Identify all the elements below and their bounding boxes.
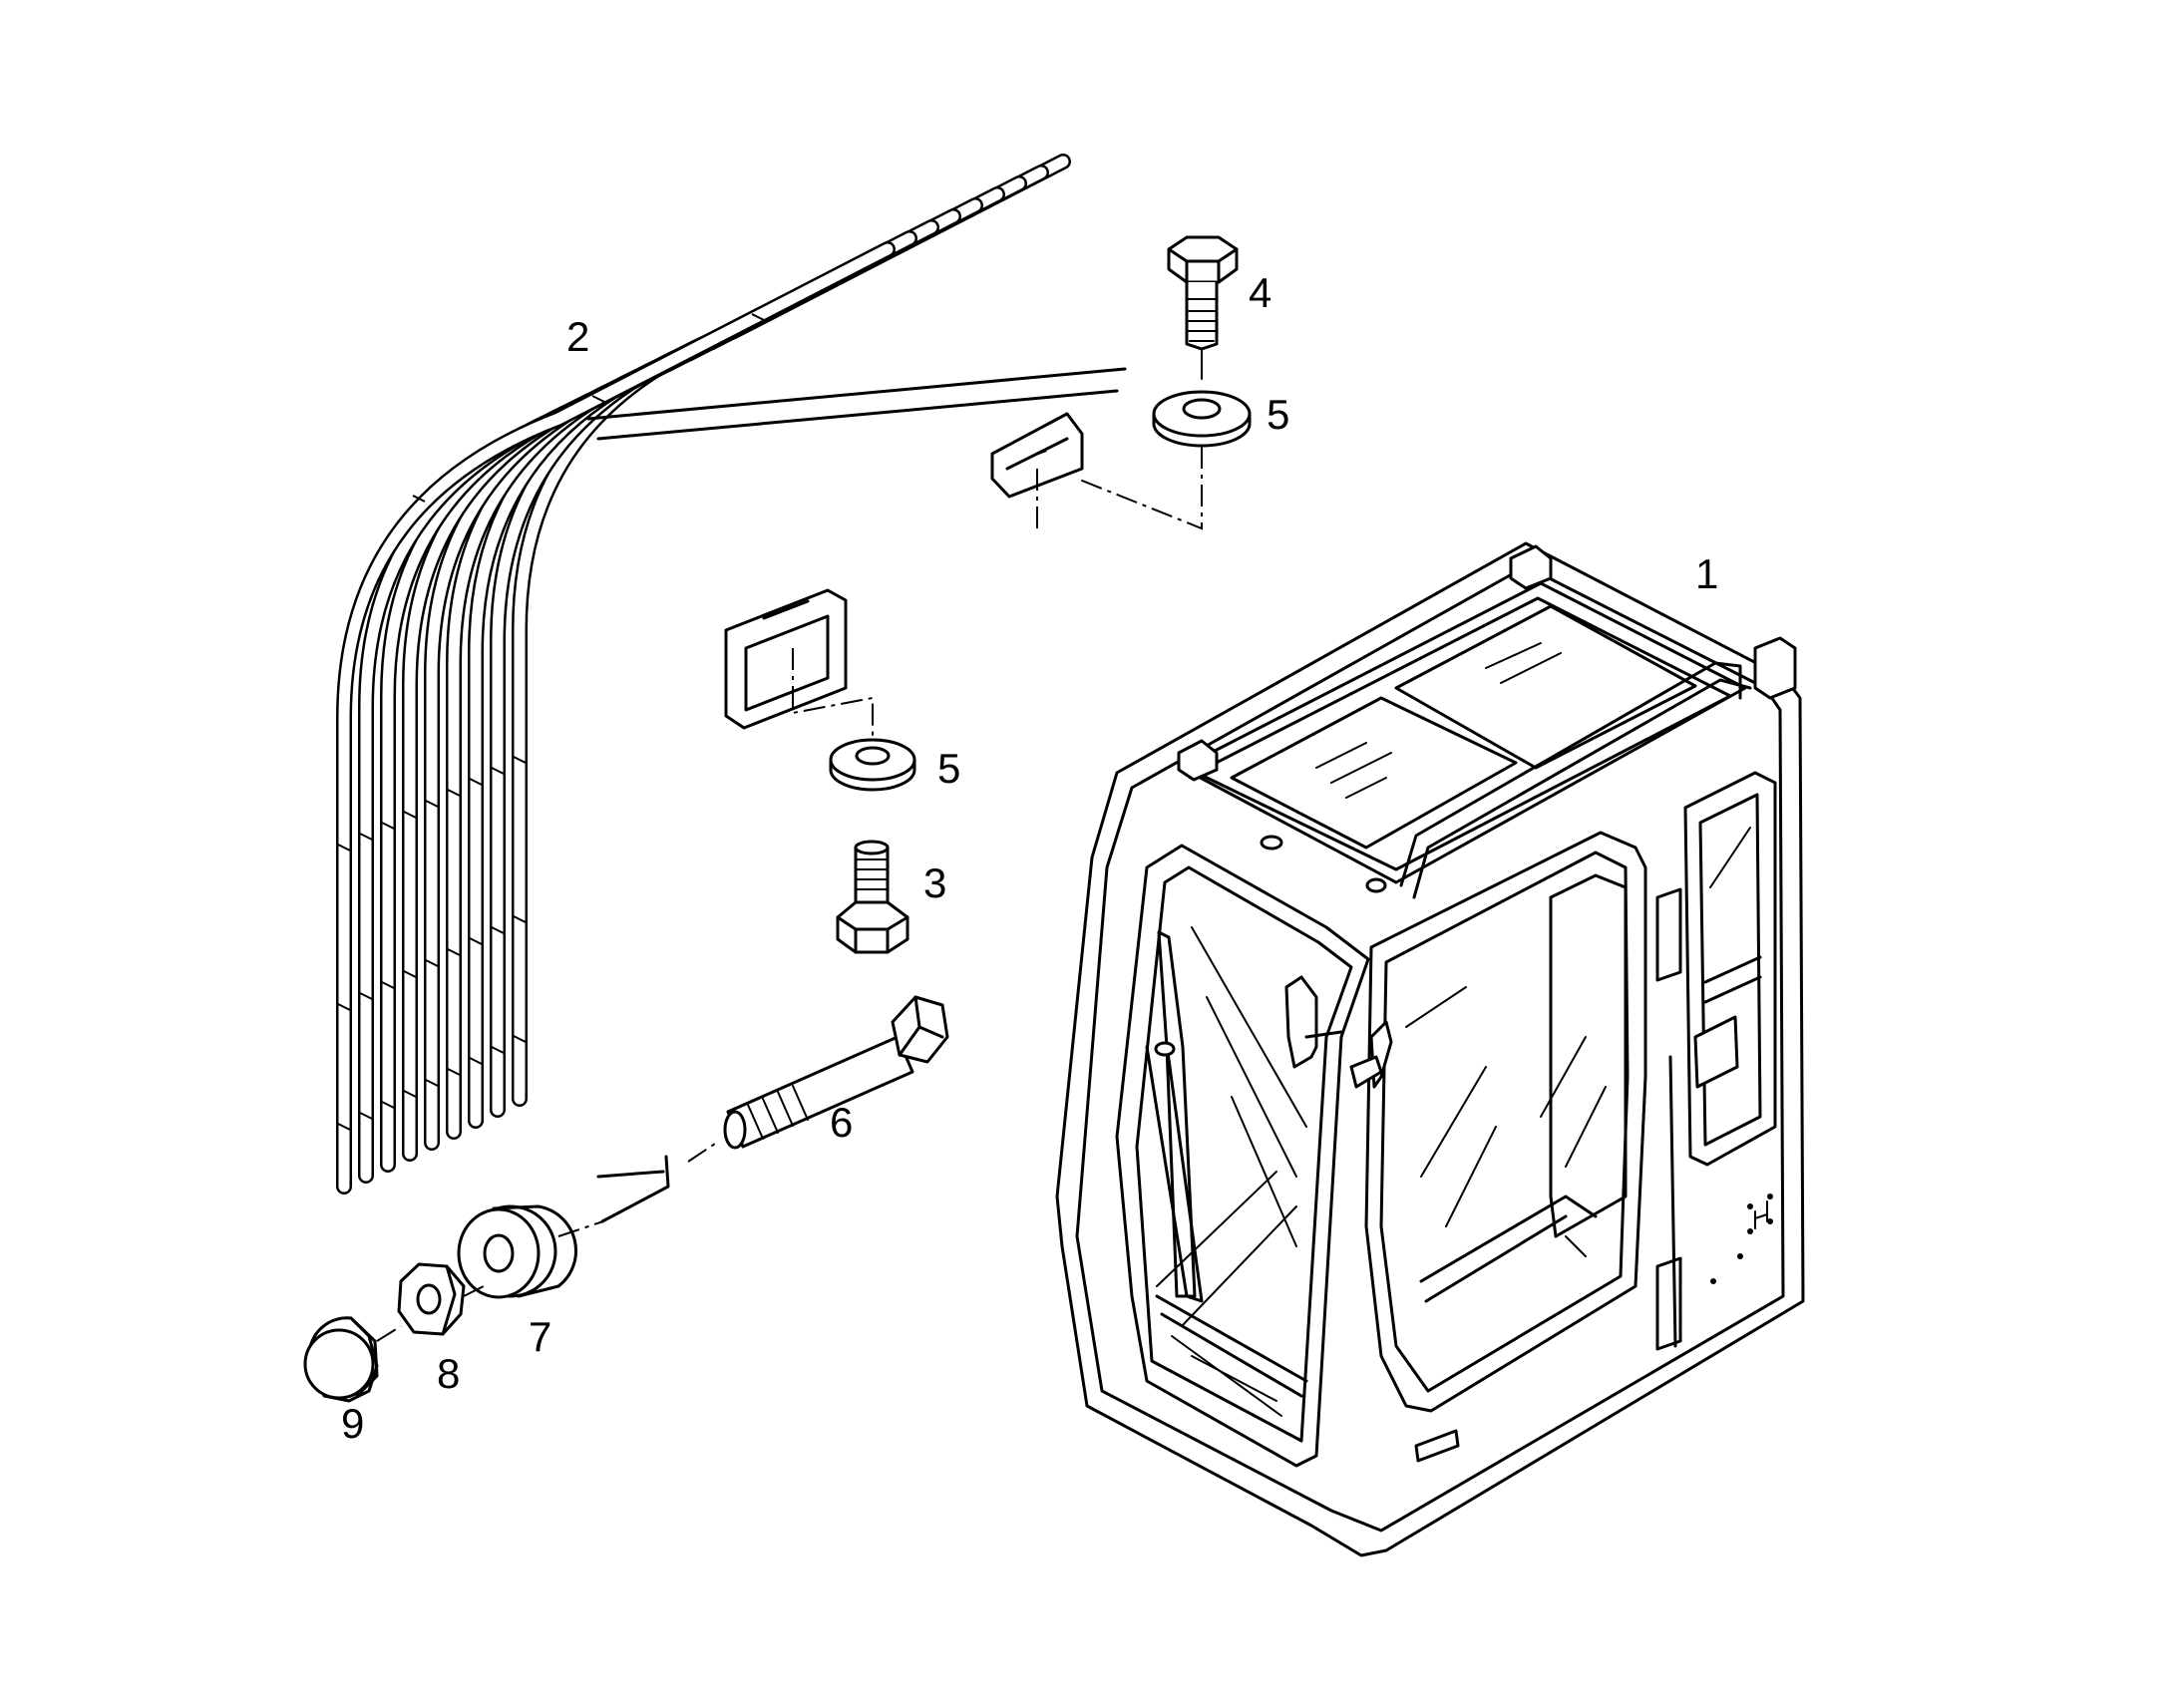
guard-top-mount-bracket [990, 412, 1084, 499]
guard-bar-clamp [359, 1112, 373, 1120]
guard-bar-clamp [425, 959, 439, 967]
guard-bar-clamp [359, 833, 373, 841]
guard-bottom-bracket [600, 1155, 670, 1223]
guard-bar-clamp [513, 756, 527, 764]
door-hinge-upper [1655, 887, 1682, 982]
top-washer-part [1152, 390, 1252, 448]
callout-7-spacer: 7 [529, 1313, 551, 1360]
guard-bar-clamp [591, 395, 605, 403]
guard-top-rail [586, 367, 1127, 421]
front-guard-part [336, 154, 1127, 1223]
guard-bottom-rail [596, 1170, 665, 1179]
door-hinge-lower [1655, 1256, 1682, 1351]
guard-bar-clamp [381, 1101, 395, 1109]
assembly-lines [376, 447, 1203, 1342]
side-mirror [1284, 975, 1318, 1069]
guard-bar-clamp [447, 789, 461, 797]
guard-bar-clamp [469, 1057, 483, 1065]
cab-part [1055, 541, 1805, 1557]
guard-bar-clamp [491, 1046, 505, 1054]
callout-4-top-bolt: 4 [1249, 269, 1272, 316]
callout-1-cab: 1 [1695, 550, 1718, 597]
guard-bar-clamp [469, 937, 483, 945]
guard-bar-clamp [337, 1003, 351, 1011]
roof-window-rear [1394, 604, 1697, 770]
guard-bar-clamp [425, 1079, 439, 1087]
guard-bar-clamp [469, 778, 483, 786]
mid-washer-part [829, 738, 916, 792]
guard-bar-fill [338, 243, 894, 1193]
door-latch [1414, 1429, 1460, 1463]
guard-top-rail-inner [596, 389, 1119, 441]
cap-nut-part [303, 1316, 379, 1403]
guard-bar-clamp [337, 844, 351, 852]
short-bolt-part [836, 840, 909, 954]
callout-6-long-bolt: 6 [830, 1099, 853, 1146]
callout-5-mid-washer: 5 [937, 745, 960, 792]
roof-lug-side [1753, 636, 1797, 700]
front-windshield-frame [1115, 844, 1370, 1468]
guard-bar-clamp [491, 926, 505, 934]
guard-bar-clamp [491, 767, 505, 775]
side-panel-bolt-pattern [1710, 1194, 1773, 1284]
guard-bar-clamp [425, 800, 439, 808]
top-bolt-part [1167, 235, 1239, 380]
long-bolt-part [723, 995, 949, 1150]
guard-bar-clamp [412, 495, 426, 503]
guard-bar-clamp [381, 822, 395, 830]
callout-9-cap-nut: 9 [341, 1400, 364, 1447]
callout-3-short-bolt: 3 [923, 859, 946, 906]
guard-bar-clamp [447, 1068, 461, 1076]
callout-2-guard: 2 [566, 313, 589, 360]
guard-bar-clamp [447, 948, 461, 956]
guard-bar-clamp [359, 992, 373, 1000]
guard-bar-clamp [337, 1123, 351, 1131]
roof-lug-rear [1509, 544, 1553, 590]
cab-door-frame [1364, 831, 1647, 1413]
guard-bar-clamp [403, 970, 417, 978]
callout-8-nut: 8 [437, 1350, 460, 1397]
roof-lug-front [1177, 739, 1219, 782]
guard-mid-mount-bracket [724, 588, 848, 730]
guard-bar-clamp [403, 811, 417, 819]
cab-inner-frame [1075, 564, 1785, 1533]
guard-bar-clamp [403, 1090, 417, 1098]
nut-part [397, 1262, 466, 1336]
guard-bar-clamp [751, 313, 765, 321]
spacer-part [457, 1204, 577, 1299]
side-rear-window [1683, 771, 1777, 1167]
guard-bar-clamp [513, 1035, 527, 1043]
roof-handrail [1399, 661, 1742, 887]
guard-bar-clamp [381, 981, 395, 989]
guard-bar-clamp [513, 915, 527, 923]
callout-5-top-washer: 5 [1267, 391, 1289, 438]
roof-window-front [1230, 696, 1518, 850]
